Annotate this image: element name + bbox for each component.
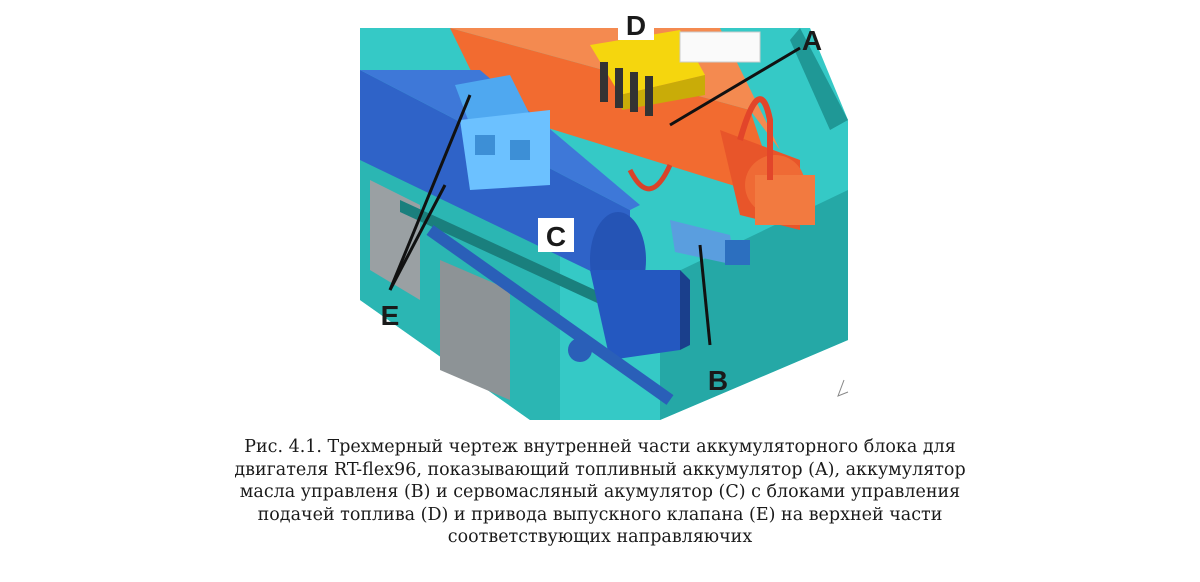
callout-d-box <box>618 10 654 40</box>
caption-line: соответствующих направляючих <box>447 527 753 547</box>
callout-label-c: C <box>546 221 566 252</box>
leader-lines <box>388 46 801 346</box>
callout-c-box <box>538 218 574 252</box>
exhaust-valve-blocks-e <box>455 75 550 190</box>
callout-label-d: D <box>626 10 646 41</box>
caption-line: масла управленя (B) и сервомасляный акум… <box>239 482 961 502</box>
accumulator-unit-figure: D A C E B <box>360 0 850 420</box>
control-oil-accumulator-b <box>670 220 750 265</box>
callout-label-e: E <box>381 300 400 331</box>
caption-line: Рис. 4.1. Трехмерный чертеж внутренней ч… <box>244 437 956 457</box>
axis-marker <box>837 379 849 397</box>
figure-caption: Рис. 4.1. Трехмерный чертеж внутренней ч… <box>180 436 1020 549</box>
caption-line: двигателя RT-flex96, показывающий топлив… <box>234 459 966 480</box>
callout-label-a: A <box>802 25 822 56</box>
fuel-control-blocks-d <box>590 30 761 116</box>
lower-pipe <box>426 225 674 405</box>
caption-line: подачей топлива (D) и привода выпускного… <box>257 504 943 525</box>
callout-label-b: B <box>708 365 728 396</box>
accumulator-unit-drawing: D A C E B <box>360 0 850 420</box>
